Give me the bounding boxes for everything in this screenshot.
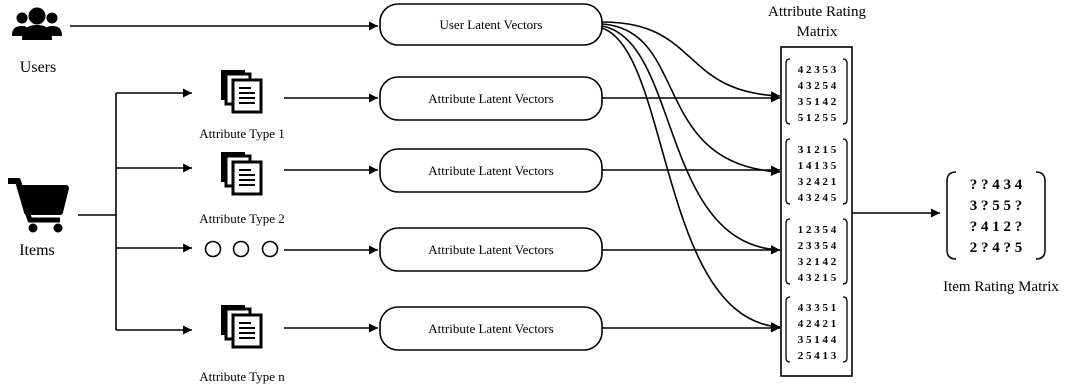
document-icon: [221, 305, 263, 349]
matrix-row: 2 3 3 5 4: [798, 240, 837, 252]
matrix-row: 3 5 1 4 2: [798, 96, 837, 108]
matrix-row: 1 2 3 5 4: [798, 224, 837, 236]
document-icon: [221, 152, 263, 196]
attribute-matrix-frame: [780, 46, 853, 377]
matrix-row: 5 1 2 5 5: [798, 112, 837, 124]
item-matrix-row: 3 ? 5 5 ?: [970, 198, 1023, 214]
matrix-row: 4 3 2 5 4: [798, 80, 837, 92]
matrix-row: 4 2 4 2 1: [798, 318, 837, 330]
user-latent-vectors-box: User Latent Vectors: [379, 3, 603, 46]
item-rating-matrix-label: Item Rating Matrix: [943, 279, 1059, 295]
attribute-latent-vectors-box: Attribute Latent Vectors: [379, 76, 603, 121]
attribute-latent-vectors-box: Attribute Latent Vectors: [379, 227, 603, 272]
matrix-row: 3 2 1 4 2: [798, 256, 837, 268]
attribute-matrix-block: 4 3 3 5 1 4 2 4 2 1 3 5 1 4 4 2 5 4 1 3: [785, 296, 848, 363]
item-matrix-row: ? ? 4 3 4: [970, 177, 1023, 193]
matrix-row: 4 3 2 4 5: [798, 192, 837, 204]
attribute-matrix-block: 3 1 2 1 5 1 4 1 3 5 3 2 4 2 1 4 3 2 4 5: [785, 138, 848, 205]
attribute-matrix-block: 1 2 3 5 4 2 3 3 5 4 3 2 1 4 2 4 3 2 1 5: [785, 218, 848, 285]
matrix-row: 2 5 4 1 3: [798, 350, 837, 362]
matrix-row: 3 5 1 4 4: [798, 334, 837, 346]
attribute-latent-vectors-label: Attribute Latent Vectors: [428, 91, 553, 106]
matrix-row: 4 2 3 5 3: [798, 64, 837, 76]
ellipsis-circles: [204, 240, 279, 258]
document-icon: [221, 70, 263, 114]
attribute-matrix-title-line1: Attribute Rating: [768, 4, 866, 20]
user-latent-vectors-label: User Latent Vectors: [439, 17, 542, 32]
matrix-row: 4 3 3 5 1: [798, 302, 837, 314]
attribute-latent-vectors-box: Attribute Latent Vectors: [379, 148, 603, 193]
attribute-latent-vectors-label: Attribute Latent Vectors: [428, 242, 553, 257]
to-latent-arrows: [284, 93, 378, 333]
attribute-type-2-label: Attribute Type 2: [199, 211, 285, 226]
item-matrix-row: 2 ? 4 ? 5: [970, 240, 1023, 256]
item-matrix-row: ? 4 1 2 ?: [970, 219, 1023, 235]
attribute-latent-vectors-box: Attribute Latent Vectors: [379, 306, 603, 351]
item-rating-matrix: ? ? 4 3 4 3 ? 5 5 ? ? 4 1 2 ? 2 ? 4 ? 5: [946, 171, 1046, 260]
attribute-type-1-label: Attribute Type 1: [199, 126, 285, 141]
matrix-row: 1 4 1 3 5: [798, 160, 837, 172]
user-vector-curves: [601, 21, 781, 331]
attribute-latent-vectors-label: Attribute Latent Vectors: [428, 163, 553, 178]
users-label: Users: [20, 59, 56, 76]
items-branch-connector: [78, 88, 192, 335]
users-icon: [12, 7, 62, 40]
cart-icon: [8, 178, 69, 233]
attribute-latent-vectors-label: Attribute Latent Vectors: [428, 321, 553, 336]
latent-to-matrix-arrows: [602, 93, 780, 333]
matrix-row: 3 1 2 1 5: [798, 144, 837, 156]
attribute-matrix-title-line2: Matrix: [797, 24, 838, 40]
items-label: Items: [19, 242, 55, 259]
matrix-row: 4 3 2 1 5: [798, 272, 837, 284]
attribute-matrix-block: 4 2 3 5 3 4 3 2 5 4 3 5 1 4 2 5 1 2 5 5: [785, 58, 848, 125]
matrix-row: 3 2 4 2 1: [798, 176, 837, 188]
attribute-type-n-label: Attribute Type n: [199, 369, 285, 384]
